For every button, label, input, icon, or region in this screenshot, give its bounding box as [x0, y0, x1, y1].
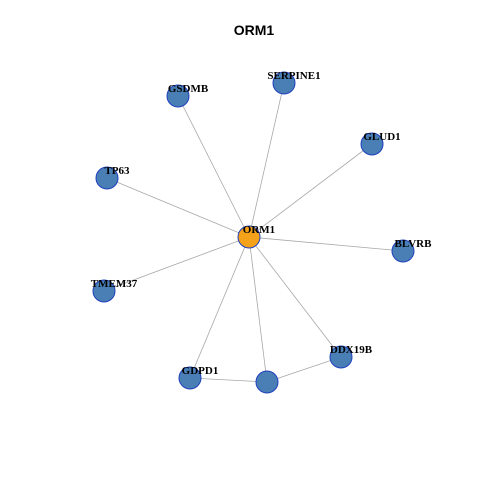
- node-serpine1: [272, 71, 296, 95]
- edge-orm1-unlabeled: [248, 236, 268, 383]
- node-label-glud1: GLUD1: [363, 131, 400, 143]
- node-label-tp63: TP63: [104, 165, 130, 177]
- node-orm1: [237, 225, 261, 249]
- edge-orm1-gdpd1: [189, 236, 250, 379]
- node-gdpd1: [178, 366, 202, 390]
- node-gsdmb: [166, 84, 190, 108]
- edge-orm1-serpine1: [248, 82, 285, 238]
- edge-orm1-gsdmb: [177, 95, 250, 238]
- edge-gdpd1-unlabeled: [189, 377, 268, 383]
- node-label-orm1: ORM1: [243, 224, 275, 236]
- node-ddx19b: [329, 345, 353, 369]
- node-label-gsdmb: GSDMB: [168, 83, 209, 95]
- edge-orm1-tp63: [106, 177, 250, 238]
- node-label-ddx19b: DDX19B: [330, 344, 373, 356]
- edge-orm1-glud1: [248, 143, 373, 238]
- node-tmem37: [92, 279, 116, 303]
- node-unlabeled: [255, 370, 279, 394]
- node-glud1: [360, 132, 384, 156]
- edge-layer: [103, 82, 404, 383]
- edge-orm1-tmem37: [103, 236, 250, 292]
- edge-orm1-ddx19b: [248, 236, 342, 358]
- node-label-tmem37: TMEM37: [91, 278, 138, 290]
- node-label-gdpd1: GDPD1: [182, 365, 219, 377]
- edge-orm1-blvrb: [248, 236, 404, 252]
- node-layer: [92, 71, 415, 394]
- node-label-serpine1: SERPINE1: [267, 70, 320, 82]
- diagram-title: ORM1: [234, 22, 275, 38]
- node-blvrb: [391, 239, 415, 263]
- node-tp63: [95, 166, 119, 190]
- edge-unlabeled-ddx19b: [266, 356, 342, 383]
- node-label-blvrb: BLVRB: [395, 238, 433, 250]
